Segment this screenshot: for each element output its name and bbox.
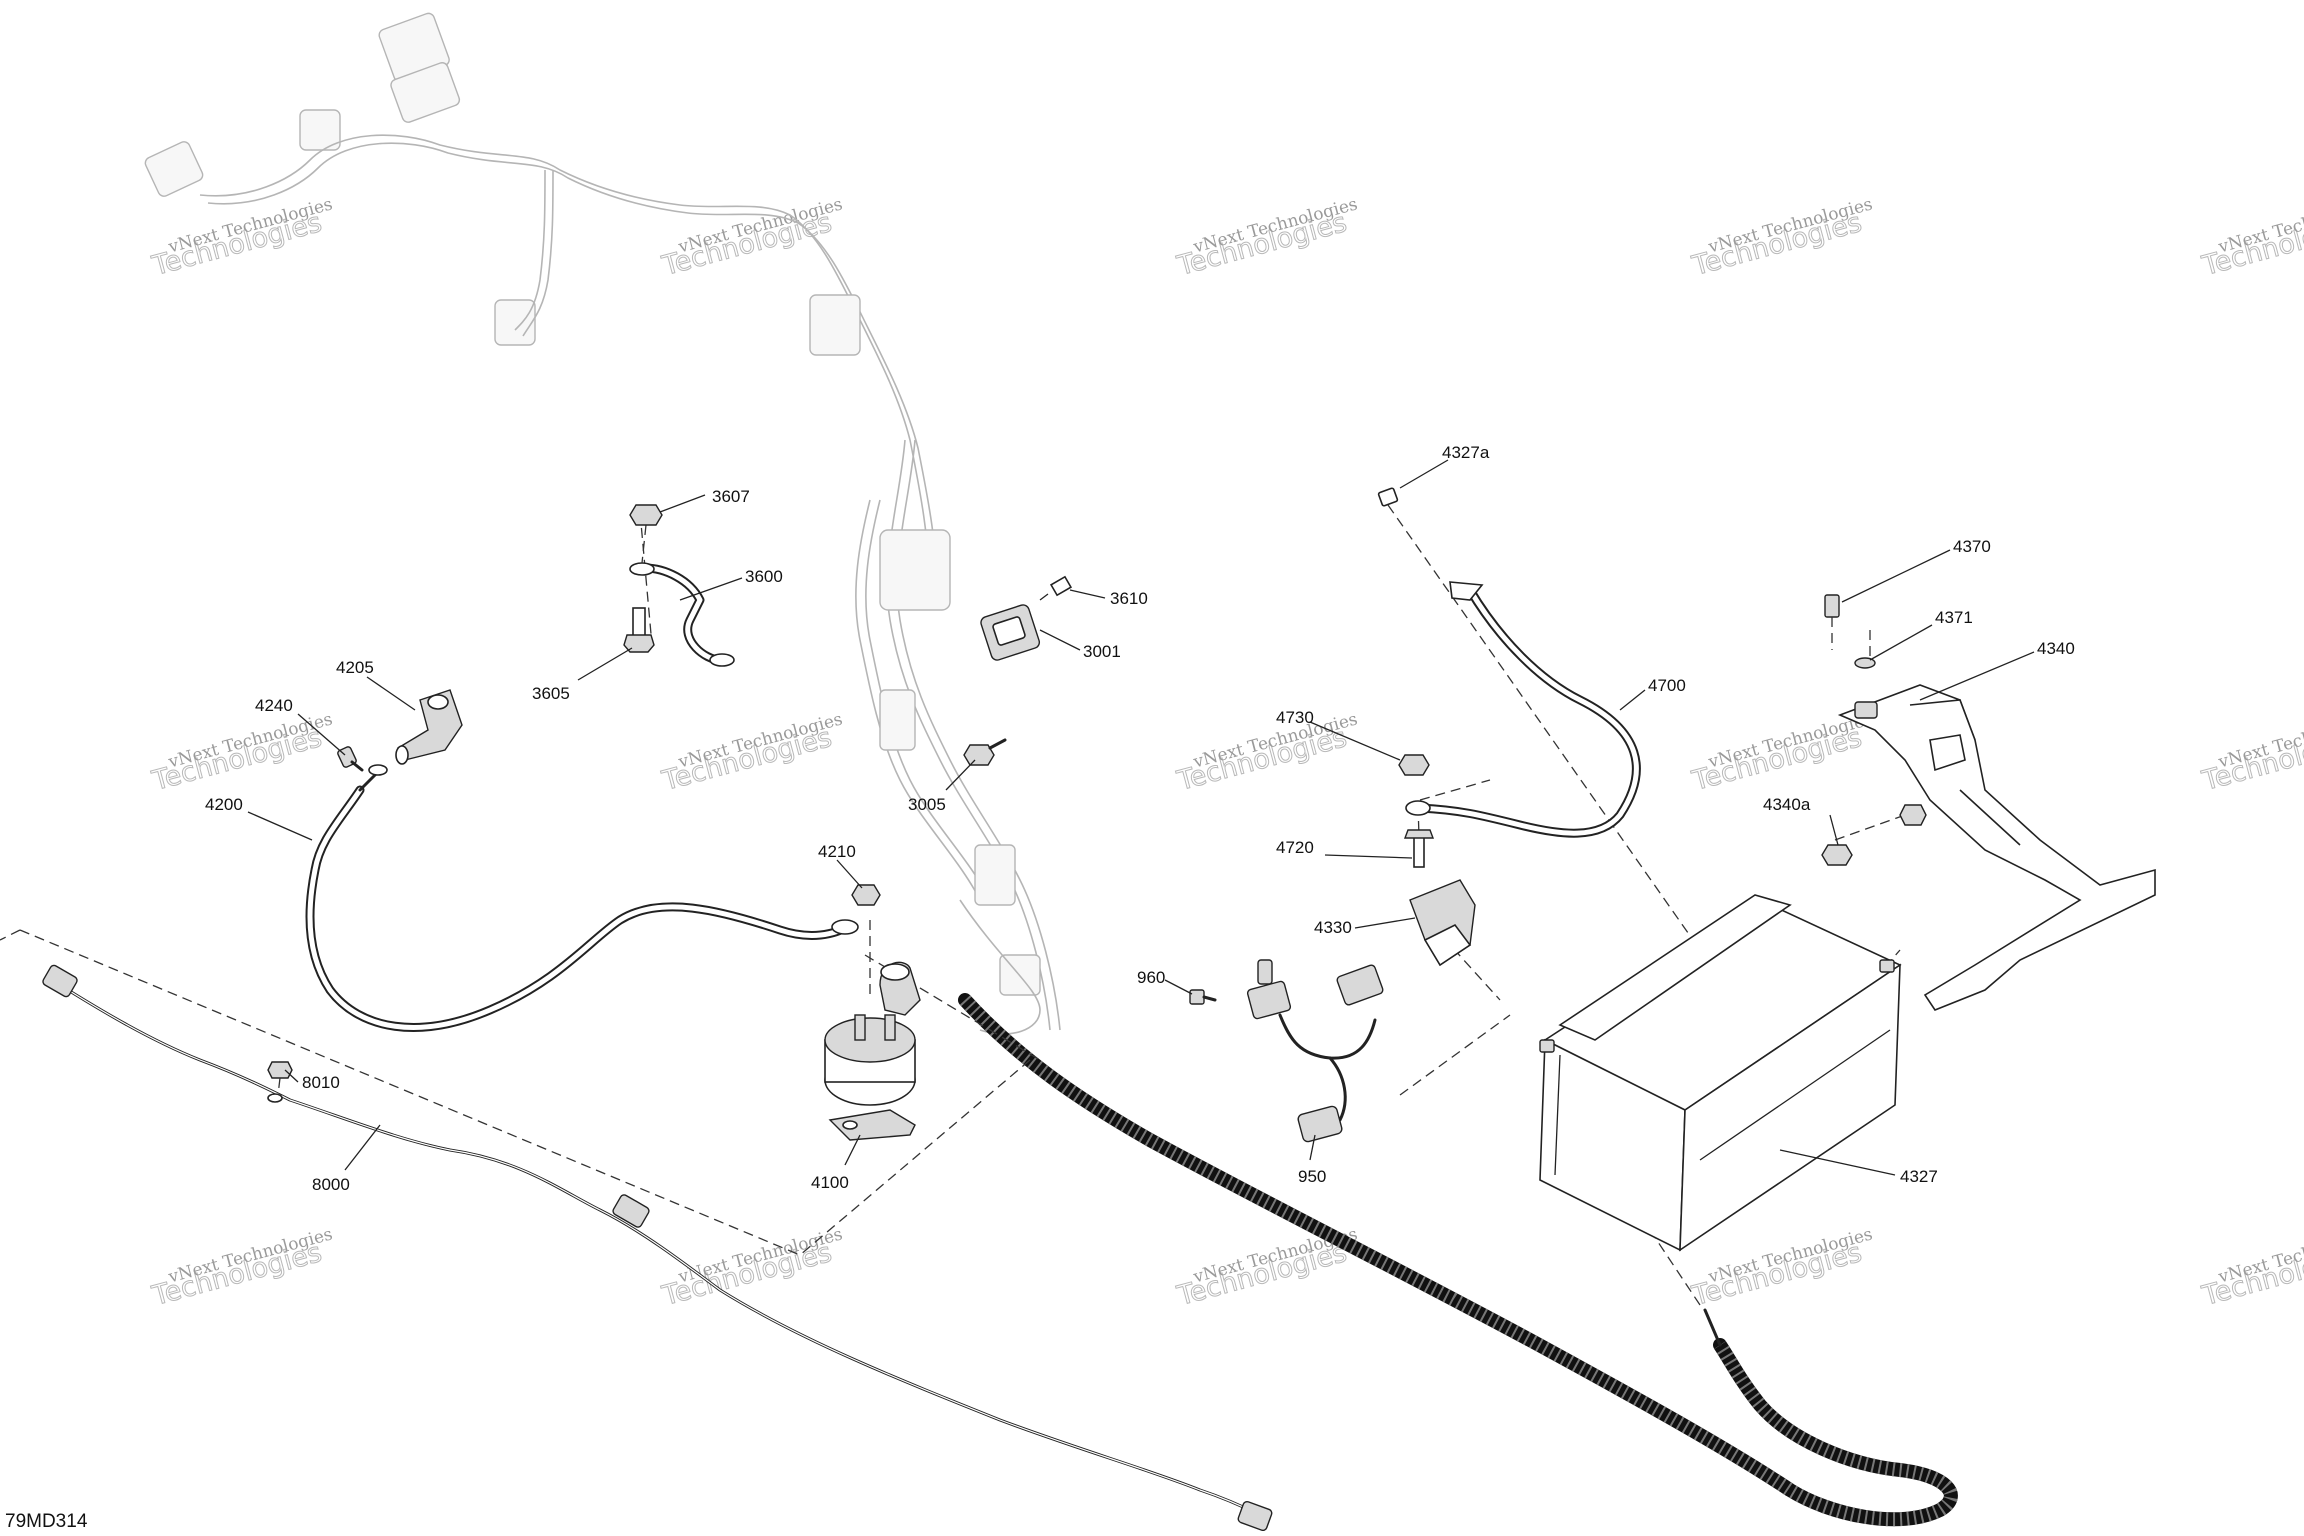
- callout-3607: 3607: [712, 487, 750, 506]
- callout-950: 950: [1298, 1167, 1326, 1186]
- callout-4330: 4330: [1314, 918, 1352, 937]
- callout-8000: 8000: [312, 1175, 350, 1194]
- main-cable-loom: [958, 993, 1958, 1527]
- part-4330-terminal-cover: [1409, 879, 1476, 967]
- part-960-screw: [1189, 989, 1217, 1005]
- callout-labels: 3607 3600 3605 3610 3001 3005 4205 4240 …: [205, 443, 2075, 1194]
- part-4371-washer: [1854, 657, 1876, 669]
- part-950-sensor-subharness: [1246, 959, 1384, 1143]
- part-4340a-nut: [1821, 804, 1927, 866]
- part-4720-bolt: [1403, 829, 1435, 868]
- callout-3605: 3605: [532, 684, 570, 703]
- part-3610-screw: [1039, 575, 1073, 601]
- leader-lines: [247, 459, 2035, 1176]
- part-4327-battery: [1539, 894, 1902, 1252]
- part-4340-bracket: [1837, 684, 2156, 1011]
- part-4210-nut: [851, 884, 881, 906]
- part-4240-screw: [337, 746, 364, 772]
- part-8000-sensor-harness: [42, 964, 1273, 1532]
- figure-code: 79MD314: [5, 1511, 88, 1532]
- callout-4371: 4371: [1935, 608, 1973, 627]
- main-wiring-harness-ghost: [144, 12, 1061, 1035]
- part-3005-nut: [963, 738, 1007, 766]
- part-4205-terminal-boot: [395, 689, 463, 765]
- callout-3001: 3001: [1083, 642, 1121, 661]
- callout-4370: 4370: [1953, 537, 1991, 556]
- callout-4327a: 4327a: [1442, 443, 1490, 462]
- callout-3600: 3600: [745, 567, 783, 586]
- callout-4340a: 4340a: [1763, 795, 1811, 814]
- callout-4205: 4205: [336, 658, 374, 677]
- part-3600-ground-strap: [629, 524, 735, 667]
- callout-4730: 4730: [1276, 708, 1314, 727]
- callout-4327: 4327: [1900, 1167, 1938, 1186]
- part-4700-negative-cable: [1405, 581, 1641, 838]
- part-4327a-bolt: [1377, 487, 1399, 507]
- callout-4700: 4700: [1648, 676, 1686, 695]
- callout-8010: 8010: [302, 1073, 340, 1092]
- part-4100-solenoid: [824, 961, 921, 1141]
- callout-3005: 3005: [908, 795, 946, 814]
- part-3605-bolt: [623, 607, 655, 653]
- part-3607-nut: [629, 504, 663, 526]
- callout-4100: 4100: [811, 1173, 849, 1192]
- part-4730-nut: [1398, 754, 1430, 776]
- callout-960: 960: [1137, 968, 1165, 987]
- watermark-layer: Technologies vNext Technologies Technolo…: [148, 194, 2304, 1312]
- callout-4200: 4200: [205, 795, 243, 814]
- callout-4720: 4720: [1276, 838, 1314, 857]
- part-8010-clip: [267, 1061, 293, 1096]
- callout-3610: 3610: [1110, 589, 1148, 608]
- part-4370-bolt: [1824, 594, 1840, 650]
- callout-4240: 4240: [255, 696, 293, 715]
- part-4200-battery-cable: [305, 764, 859, 1032]
- callout-4210: 4210: [818, 842, 856, 861]
- callout-4340: 4340: [2037, 639, 2075, 658]
- part-3001-relay-connector: [980, 604, 1041, 661]
